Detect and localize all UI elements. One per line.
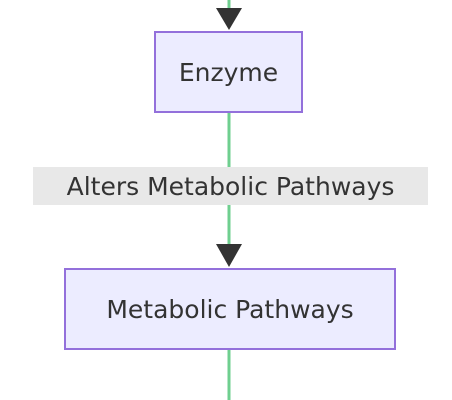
node-metabolic-pathways-label: Metabolic Pathways — [106, 294, 354, 324]
arrowhead-enzyme-to-metabolic — [216, 244, 242, 267]
edge-label-alters-metabolic-pathways: Alters Metabolic Pathways — [33, 167, 428, 205]
node-enzyme[interactable]: Enzyme — [154, 31, 303, 113]
arrowhead-incoming — [216, 8, 242, 30]
node-metabolic-pathways[interactable]: Metabolic Pathways — [64, 268, 396, 350]
node-enzyme-label: Enzyme — [178, 57, 279, 87]
edge-label-text: Alters Metabolic Pathways — [66, 171, 395, 201]
